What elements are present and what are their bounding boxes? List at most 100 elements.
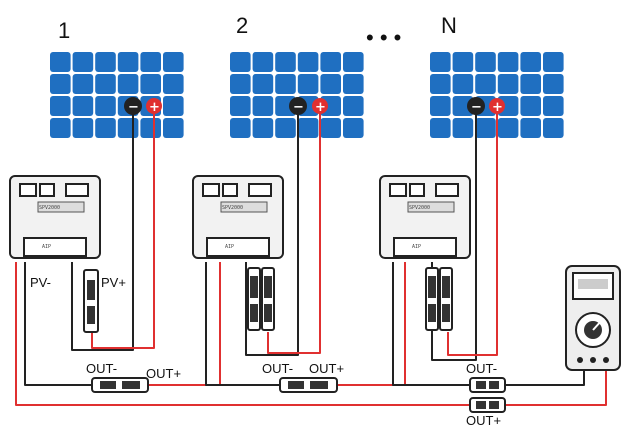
panel-1-negative-wire <box>71 112 134 351</box>
ac-connector-2 <box>279 377 338 393</box>
solar-cell <box>275 118 296 138</box>
solar-cell <box>475 118 496 138</box>
solar-panel-1 <box>48 50 186 140</box>
solar-cell <box>543 118 564 138</box>
inverter-2-out-minus-wire <box>205 262 280 386</box>
solar-cell <box>230 96 251 116</box>
svg-text:SPV2000: SPV2000 <box>222 205 243 211</box>
solar-cell <box>72 52 94 72</box>
inverter-n-out-minus-wire <box>392 262 470 386</box>
solar-cell <box>297 118 319 138</box>
solar-cell <box>275 52 296 72</box>
solar-cell <box>543 96 564 116</box>
solar-cell <box>497 52 519 72</box>
solar-cell <box>275 74 296 94</box>
solar-cell <box>343 74 364 94</box>
out-plus-label-n: OUT+ <box>466 413 501 428</box>
solar-cell <box>117 118 139 138</box>
svg-text:AIP: AIP <box>42 244 51 250</box>
inverter-2-out-plus-wire <box>337 262 406 386</box>
svg-text:AIP: AIP <box>225 244 234 250</box>
solar-cell <box>230 118 251 138</box>
solar-cell <box>320 118 341 138</box>
solar-cell <box>140 74 161 94</box>
panel-n-positive-terminal <box>489 98 505 114</box>
out-minus-label-n: OUT- <box>466 361 497 376</box>
svg-text:−: − <box>471 100 482 115</box>
solar-cell <box>163 74 184 94</box>
solar-cell <box>230 74 251 94</box>
solar-cell <box>230 52 251 72</box>
panel-2-positive-wire <box>267 112 321 354</box>
return-loop-wire <box>15 262 607 406</box>
panel-2-number: 2 <box>236 13 248 38</box>
solar-cell <box>520 118 541 138</box>
solar-cell <box>72 96 94 116</box>
panel-2-negative-terminal <box>289 97 307 115</box>
out-minus-label-2: OUT- <box>262 361 293 376</box>
microinverter-2: SPV2000 AIP <box>192 175 284 259</box>
solar-cell <box>320 52 341 72</box>
solar-cell <box>50 52 71 72</box>
solar-cell <box>343 118 364 138</box>
panel-n-terminals: − + <box>467 97 505 115</box>
inverter-1-out-minus-wire <box>24 262 92 386</box>
ac-connector-n-bottom <box>469 397 506 413</box>
solar-cell <box>543 74 564 94</box>
solar-cell <box>252 96 274 116</box>
solar-cell <box>452 96 474 116</box>
panel-frame <box>228 50 366 140</box>
svg-text:+: + <box>149 100 160 115</box>
solar-cell <box>140 52 161 72</box>
svg-text:+: + <box>315 100 326 115</box>
solar-cell <box>95 96 116 116</box>
solar-cell <box>163 96 184 116</box>
svg-text:−: − <box>293 100 304 115</box>
solar-cell <box>252 118 274 138</box>
svg-text:−: − <box>128 100 139 115</box>
multimeter-icon <box>565 265 621 371</box>
solar-cell <box>475 52 496 72</box>
dc-connector-n <box>425 267 453 331</box>
dc-connector-2 <box>247 267 275 331</box>
solar-cell <box>520 96 541 116</box>
panel-1-positive-wire <box>91 112 155 349</box>
solar-cell <box>320 74 341 94</box>
inverter-n-out-plus-wire <box>505 370 585 386</box>
solar-cell <box>95 52 116 72</box>
solar-cell <box>297 52 319 72</box>
panel-n-positive-wire <box>447 112 498 356</box>
solar-cell <box>430 96 451 116</box>
solar-cell <box>117 52 139 72</box>
solar-cell <box>497 74 519 94</box>
panel-n-negative-terminal <box>467 97 485 115</box>
solar-cell <box>430 52 451 72</box>
microinverter-n: SPV2000 AIP <box>379 175 471 259</box>
panel-2-positive-terminal <box>312 98 328 114</box>
microinverter-1: SPV2000 AIP <box>9 175 101 259</box>
solar-cell <box>497 118 519 138</box>
solar-cell <box>50 74 71 94</box>
solar-cell <box>50 118 71 138</box>
solar-cell <box>252 52 274 72</box>
svg-text:SPV2000: SPV2000 <box>409 205 430 211</box>
solar-cell <box>343 52 364 72</box>
solar-cell <box>95 118 116 138</box>
svg-text:+: + <box>492 100 503 115</box>
solar-panel-2 <box>228 50 366 140</box>
solar-cell <box>50 96 71 116</box>
solar-cell <box>117 74 139 94</box>
dc-connector-1 <box>83 269 99 333</box>
out-plus-label-2: OUT+ <box>309 361 344 376</box>
ac-connector-1 <box>91 377 149 393</box>
out-plus-label-1: OUT+ <box>146 366 181 381</box>
solar-cell <box>452 118 474 138</box>
panel-frame <box>48 50 186 140</box>
panel-n-number: N <box>441 13 457 38</box>
solar-cell <box>140 118 161 138</box>
solar-cell <box>475 74 496 94</box>
solar-cell <box>543 52 564 72</box>
wiring <box>15 112 607 406</box>
solar-cell <box>452 74 474 94</box>
